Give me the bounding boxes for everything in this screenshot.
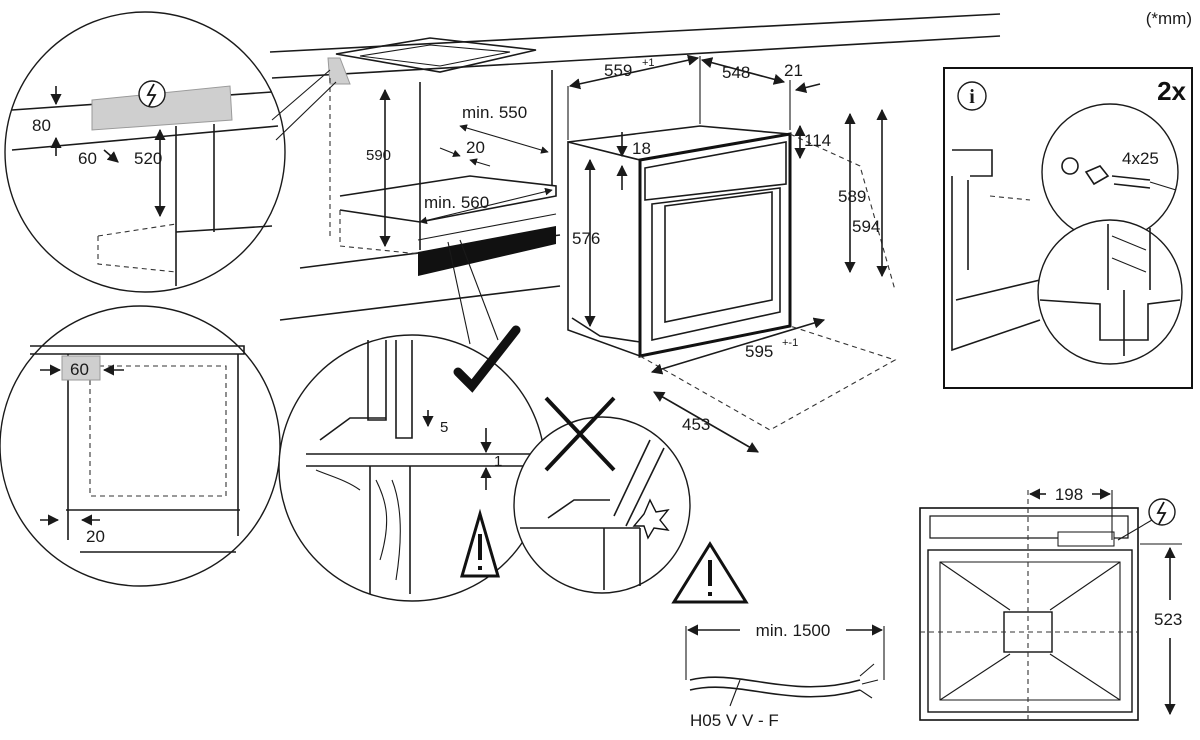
info-icon [957, 81, 987, 111]
rear-gap-label: 20 [466, 138, 485, 157]
side-60-label: 60 [70, 360, 89, 379]
detail-80-label: 80 [32, 116, 51, 135]
checkmark-icon [453, 325, 521, 393]
detail-circle-correct: 5 1 [278, 239, 546, 602]
svg-text:i: i [969, 86, 975, 108]
info-panel: i 2x 4x25 [943, 67, 1193, 389]
detail-60-label: 60 [78, 149, 97, 168]
detail-circle-wrong [513, 396, 749, 604]
oven-base-depth-label: 453 [682, 415, 710, 434]
electrical-hazard-icon [138, 80, 166, 108]
detail-circle-side: 60 20 [0, 305, 281, 587]
oven-width-tolerance: +-1 [782, 337, 798, 349]
side-20-label: 20 [86, 527, 105, 546]
electrical-hazard-icon-2 [1148, 498, 1176, 526]
cabinet-height-label: 590 [366, 147, 391, 164]
units-note: (*mm) [1146, 9, 1192, 28]
oven-height-inner-label: 589 [838, 187, 866, 206]
screw-label: 4x25 [1122, 149, 1159, 168]
panel-height-label: 114 [804, 131, 831, 150]
crack-icon [632, 498, 670, 540]
cable-min-label: min. 1500 [756, 621, 831, 640]
back-view: 198 523 [919, 485, 1182, 721]
oven-view: 559 +1 548 21 114 18 576 589 594 595 +-1… [567, 54, 897, 453]
cable-view: min. 1500 H05 V V - F [685, 621, 885, 730]
cable-icon [689, 676, 861, 688]
lightning-icon [146, 83, 157, 107]
min-depth-label: min. 560 [424, 193, 489, 212]
screw-head-icon [1084, 165, 1110, 186]
conn-523-label: 523 [1154, 610, 1182, 629]
count-label: 2x [1157, 76, 1186, 106]
oven-height-outer-label: 594 [852, 217, 880, 236]
oven-width-label: 595 [745, 342, 773, 361]
lightning-icon-2 [1156, 501, 1167, 525]
detail-520-label: 520 [134, 149, 162, 168]
cross-icon [544, 396, 616, 472]
detail-circle-top: 80 60 520 [4, 11, 337, 293]
top-gap-label: 18 [632, 139, 651, 158]
oven-depth-label: 548 [722, 63, 750, 82]
cutout-depth-tolerance: +1 [642, 57, 655, 69]
gap-1-label: 1 [494, 453, 502, 470]
front-depth-label: 21 [784, 61, 803, 80]
min-width-label: min. 550 [462, 103, 527, 122]
cable-type-label: H05 V V - F [690, 711, 779, 730]
conn-198-label: 198 [1055, 485, 1083, 504]
cutout-depth-label: 559 [604, 61, 632, 80]
gap-5-label: 5 [440, 419, 448, 436]
oven-body-height-label: 576 [572, 229, 600, 248]
